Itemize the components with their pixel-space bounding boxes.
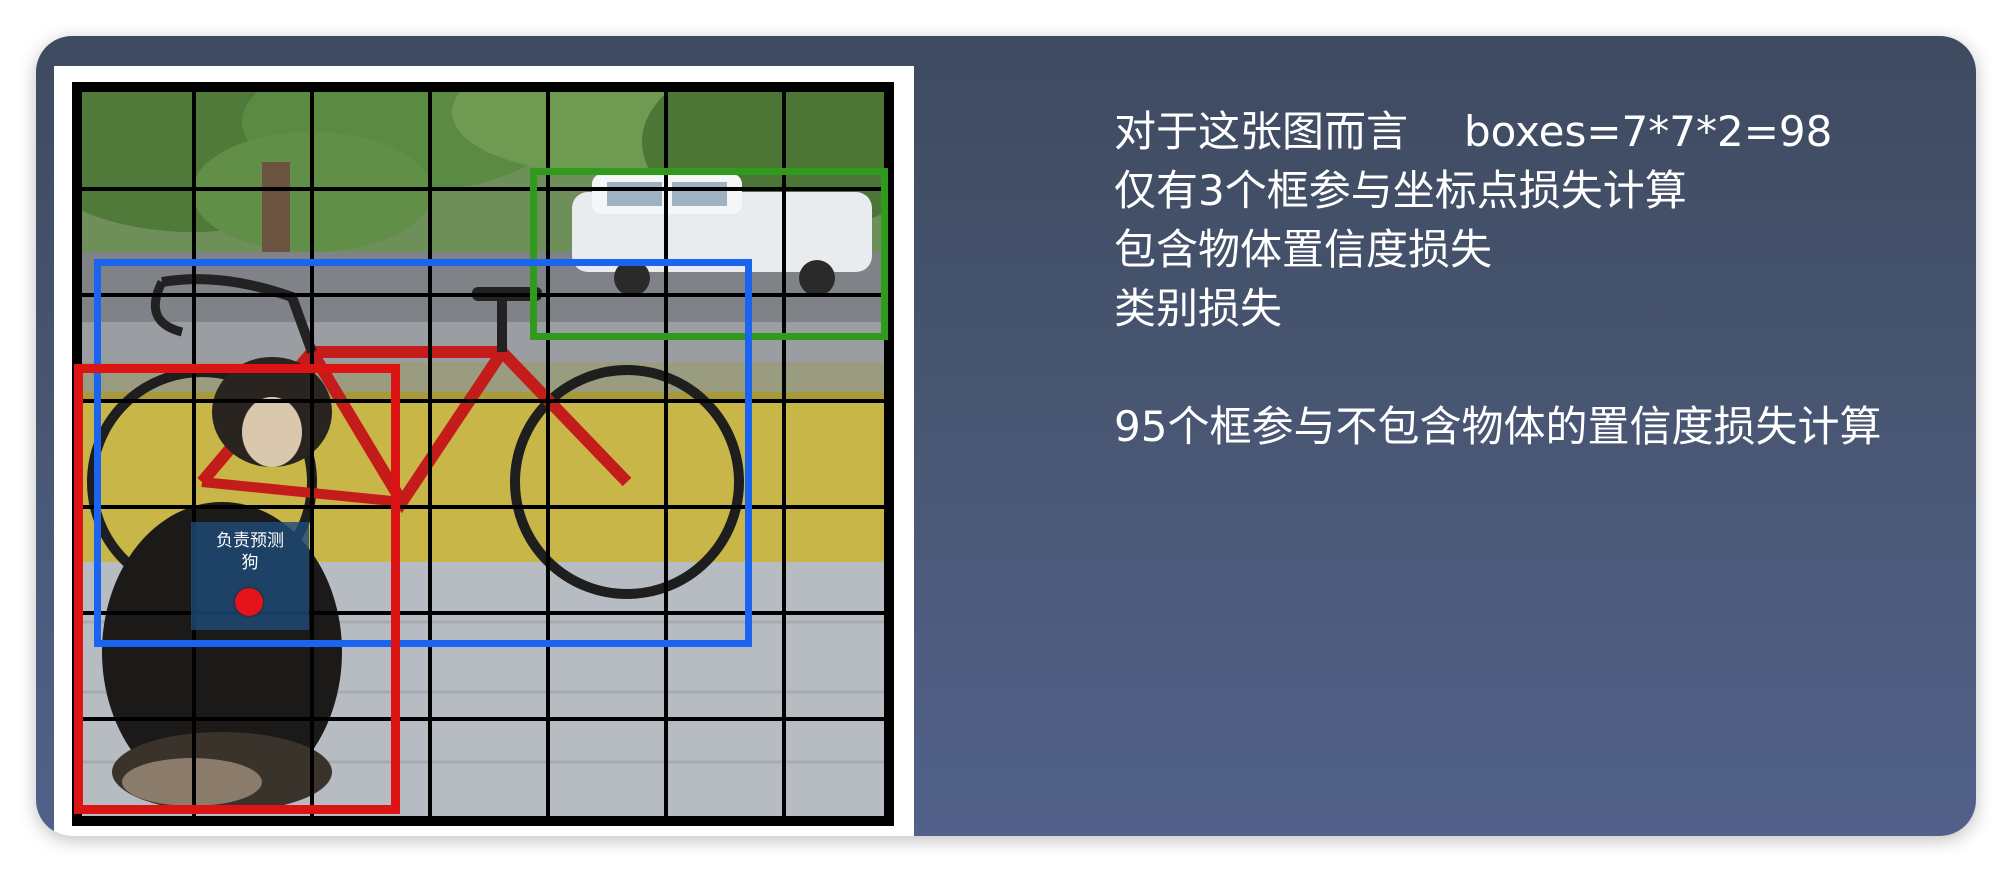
- explanation-line-5: 95个框参与不包含物体的置信度损失计算: [1114, 402, 1882, 451]
- line1-prefix: 对于这张图而言: [1114, 107, 1409, 156]
- car-bbox: [530, 168, 888, 340]
- bicycle-bbox: [94, 259, 752, 647]
- spacer: [1114, 338, 1976, 397]
- responsible-label-line1: 负责预测: [216, 531, 284, 551]
- explanation-line-2: 仅有3个框参与坐标点损失计算: [1114, 166, 1687, 215]
- dog-bbox: [74, 364, 400, 814]
- responsible-cell: 负责预测 狗: [191, 522, 309, 630]
- image-frame: 负责预测 狗: [54, 66, 914, 836]
- explanation-line-3: 包含物体置信度损失: [1114, 225, 1493, 274]
- responsible-label-line2: 狗: [241, 553, 259, 573]
- center-point-dot: [235, 588, 263, 616]
- grid-photo: 负责预测 狗: [72, 82, 894, 826]
- explanation-line-1: 对于这张图而言 boxes=7*7*2=98: [1114, 102, 1976, 161]
- slide-card: 负责预测 狗 对于这张图而言 boxes=7*7*2=98 仅有3个框参与坐标点损…: [36, 36, 1976, 836]
- boxes-formula: boxes=7*7*2=98: [1464, 107, 1833, 156]
- explanation-text: 对于这张图而言 boxes=7*7*2=98 仅有3个框参与坐标点损失计算 包含物…: [1114, 102, 1976, 456]
- responsible-cell-label: 负责预测 狗: [191, 530, 309, 574]
- explanation-line-4: 类别损失: [1114, 284, 1283, 333]
- grid-overlay: [72, 82, 894, 826]
